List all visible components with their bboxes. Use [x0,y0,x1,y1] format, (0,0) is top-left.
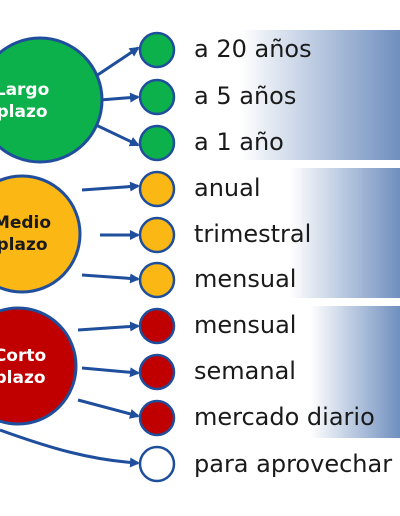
item-label-largo-3: a 1 año [194,128,284,156]
group-label-corto-line1: Corto [0,346,46,366]
item-dot-medio-2 [138,216,176,254]
item-label-extra: para aprovechar [194,450,392,478]
connector-largo-3 [95,123,140,147]
item-dot-medio-3 [138,261,176,299]
item-label-corto-3: mercado diario [194,403,375,431]
group-label-largo-line1: Largo [0,80,49,100]
band-corto [310,306,400,438]
band-medio [290,168,400,298]
background-bands [240,30,400,438]
group-label-medio-line2: plazo [0,235,48,255]
connector-medio-3 [81,273,140,284]
group-corto: Corto plazo [0,306,78,426]
item-label-medio-2: trimestral [194,220,311,248]
connector-medio-1 [81,181,140,192]
item-dot-largo-2 [138,78,176,116]
connectors [0,46,140,468]
connector-extra [0,428,140,468]
item-label-corto-1: mensual [194,311,296,339]
connector-largo-2 [99,92,140,103]
item-dot-corto-1 [138,307,176,345]
connector-corto-3 [77,398,140,419]
item-label-medio-1: anual [194,174,261,202]
group-medio: Medio plazo [0,174,82,294]
item-dot-largo-3 [138,124,176,162]
group-circle-largo [0,36,104,164]
items-corto: mensual semanal mercado diario [138,307,375,437]
group-largo: Largo plazo [0,36,104,164]
group-circle-corto [0,306,78,426]
group-label-largo-line2: plazo [0,102,48,122]
items-medio: anual trimestral mensual [138,170,311,299]
item-dot-medio-1 [138,170,176,208]
item-dot-corto-2 [138,353,176,391]
item-label-largo-1: a 20 años [194,35,312,63]
group-circle-medio [0,174,82,294]
item-label-largo-2: a 5 años [194,82,296,110]
item-dot-extra [138,445,176,483]
group-label-corto-line2: plazo [0,368,46,388]
item-label-medio-3: mensual [194,265,296,293]
item-dot-largo-1 [138,31,176,69]
connector-corto-1 [77,321,140,332]
item-dot-corto-3 [138,399,176,437]
item-extra: para aprovechar [138,445,392,483]
connector-corto-2 [81,366,140,378]
connector-largo-1 [95,46,140,78]
band-largo [240,30,400,160]
items-largo: a 20 años a 5 años a 1 año [138,31,312,162]
group-label-medio-line1: Medio [0,213,51,233]
item-label-corto-2: semanal [194,357,296,385]
